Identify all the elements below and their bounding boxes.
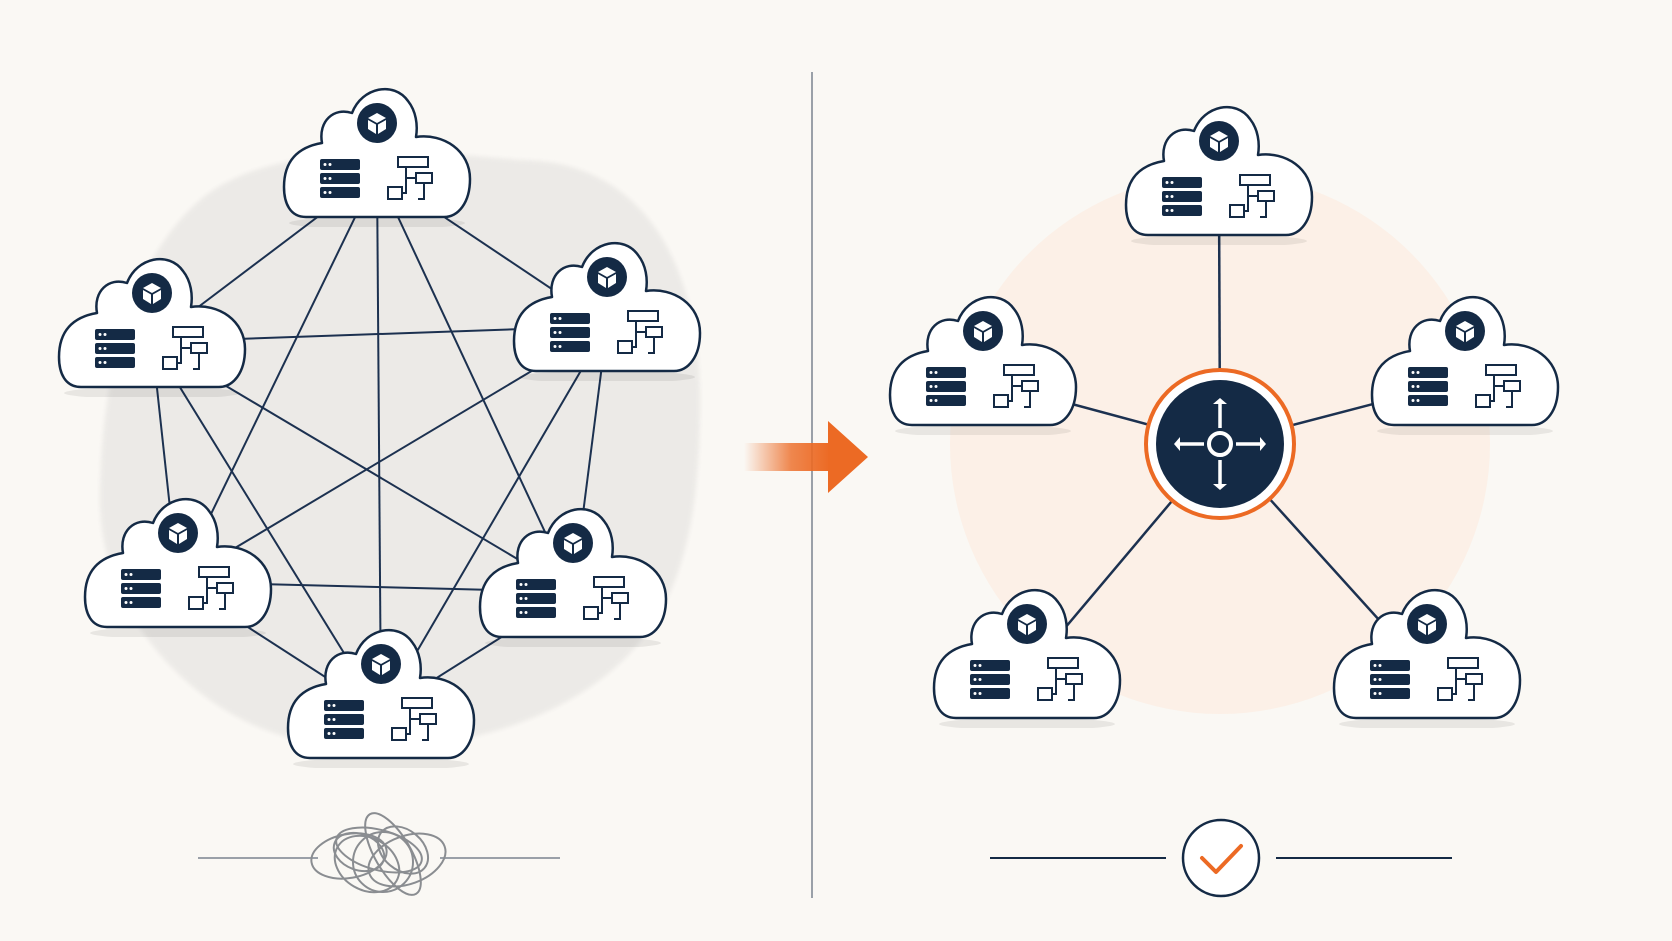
hub-arrow-head: [1260, 437, 1266, 451]
hub-arrow-head: [1213, 484, 1227, 490]
mesh-link: [376, 171, 574, 593]
arrow-head: [828, 421, 868, 493]
tangle-loop: [376, 825, 430, 875]
checkmark-stroke: [1200, 844, 1243, 874]
hub-node-top: [1124, 105, 1314, 245]
arrow-right-icon: [744, 421, 868, 493]
hub-center-ring: [1207, 431, 1233, 457]
hub-spoke-topology-panel: [888, 105, 1560, 898]
mesh-node-top: [282, 87, 472, 227]
checkmark-icon: [990, 818, 1452, 898]
hub-core: [1156, 380, 1284, 508]
tangle-loop: [310, 832, 388, 880]
directional-arrows-hub-icon: [1144, 368, 1296, 520]
mesh-link: [380, 325, 608, 714]
mesh-link: [151, 341, 382, 714]
tangle-loop: [333, 834, 401, 894]
tangle-icon: [198, 812, 560, 896]
arrow-shaft: [744, 443, 830, 471]
tangle-loop: [352, 831, 414, 893]
hub-arrow-head: [1213, 398, 1227, 404]
hub-arrow-head: [1174, 437, 1180, 451]
mesh-link: [376, 171, 382, 714]
tangle-loop: [332, 831, 386, 873]
checkmark-circle: [1181, 818, 1261, 898]
mesh-topology-panel: [57, 87, 702, 896]
